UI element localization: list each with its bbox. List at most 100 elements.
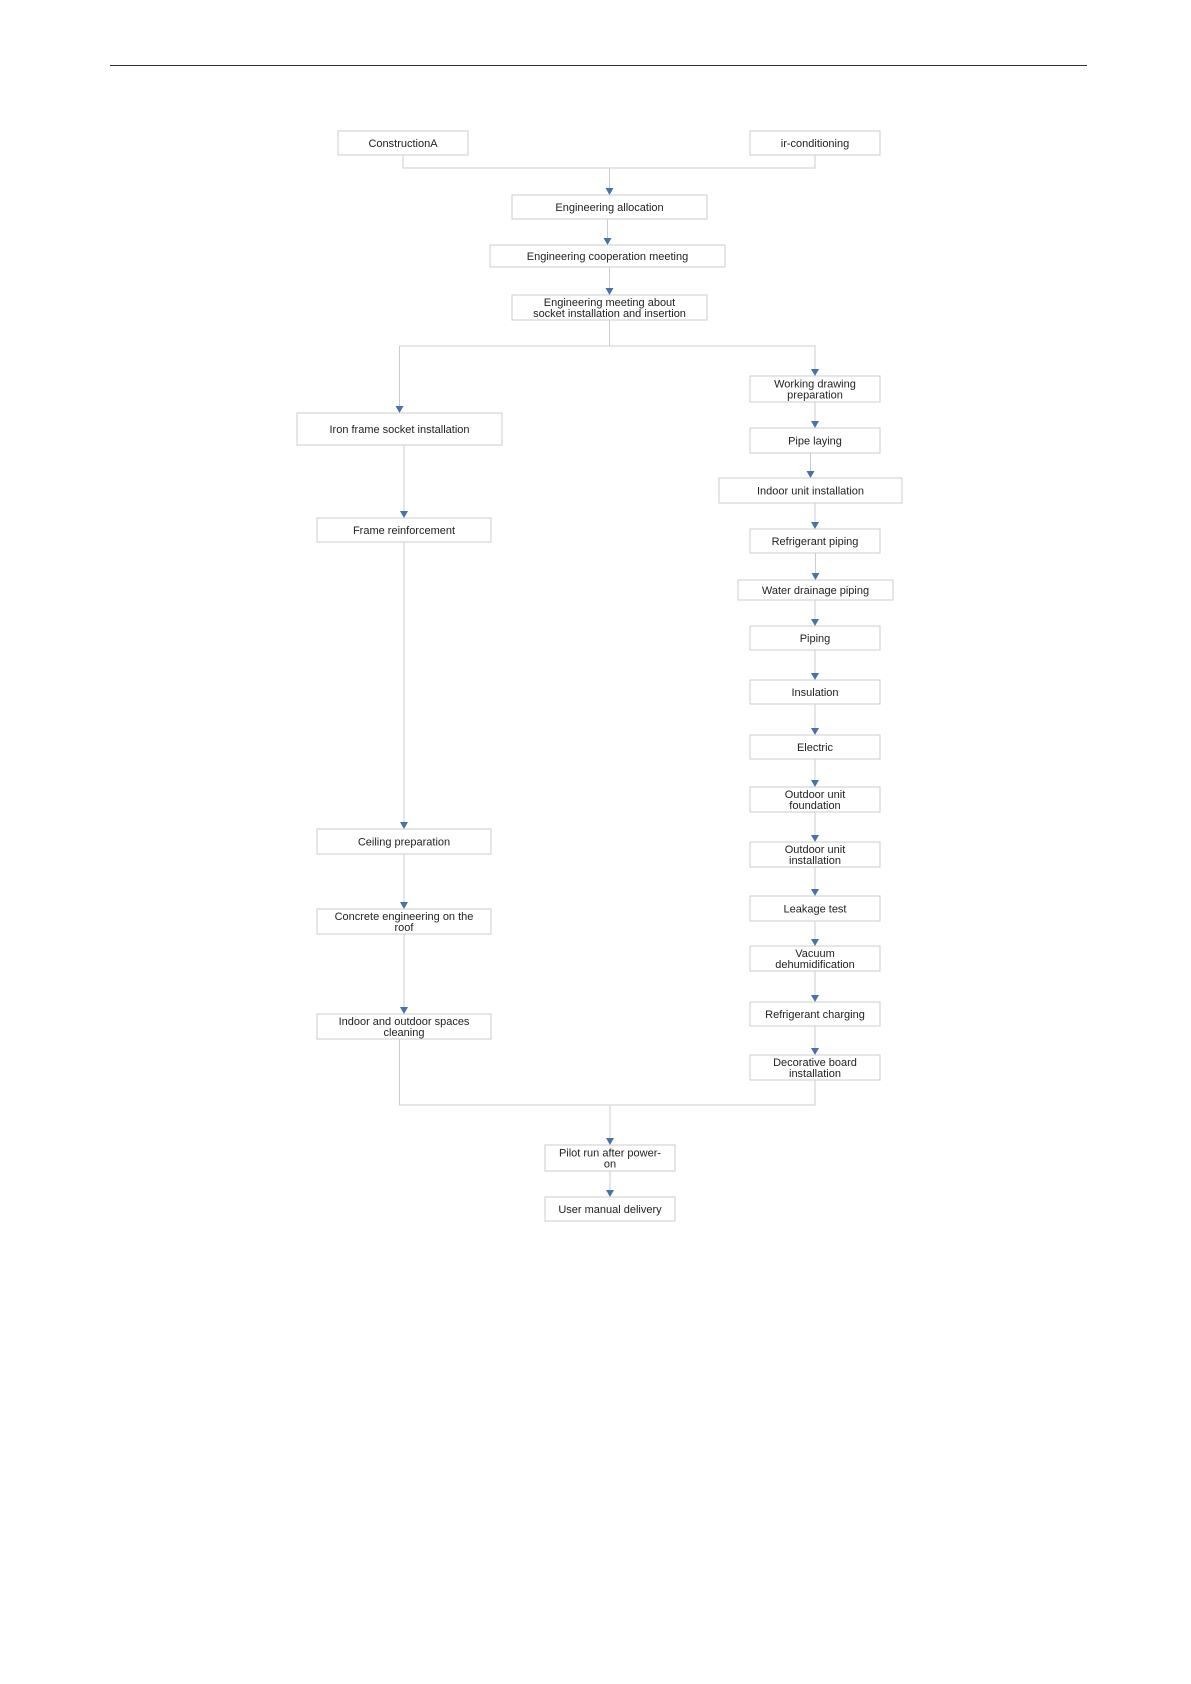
node-pilot-run: Pilot run after power-on	[544, 1144, 676, 1172]
node-label: Vacuum	[795, 948, 835, 960]
node-box	[749, 841, 881, 868]
node-ceiling-preparation: Ceiling preparation	[316, 828, 492, 855]
node-box	[749, 1054, 881, 1081]
node-box	[737, 579, 894, 601]
node-box	[316, 908, 492, 935]
node-engineering-allocation: Engineering allocation	[511, 194, 708, 220]
node-label: Engineering cooperation meeting	[527, 251, 688, 263]
node-label: User manual delivery	[558, 1204, 662, 1216]
arrowhead-frame_reinforcement	[400, 511, 408, 518]
node-label: installation	[789, 1068, 841, 1080]
node-label: Engineering allocation	[555, 202, 663, 214]
arrowhead-piping	[811, 619, 819, 626]
node-label: Decorative board	[773, 1057, 857, 1069]
arrowhead-vacuum_dehumidification	[811, 939, 819, 946]
node-label: Outdoor unit	[785, 789, 846, 801]
node-box	[511, 294, 708, 321]
node-box	[718, 477, 903, 504]
arrowhead-spaces_cleaning	[400, 1007, 408, 1014]
node-label: Leakage test	[784, 904, 847, 916]
node-label: Refrigerant piping	[772, 536, 859, 548]
node-label: Working drawing	[774, 379, 856, 391]
node-box	[316, 517, 492, 543]
arrowhead-concrete_engineering_roof	[400, 902, 408, 909]
node-label: Pilot run after power-	[559, 1148, 661, 1160]
arrowhead-refrigerant_charging	[811, 995, 819, 1002]
node-label: Frame reinforcement	[353, 525, 455, 537]
node-label: Pipe laying	[788, 436, 842, 448]
node-refrigerant-charging: Refrigerant charging	[749, 1001, 881, 1027]
node-refrigerant-piping: Refrigerant piping	[749, 528, 881, 554]
node-box	[511, 194, 708, 220]
node-label: foundation	[789, 800, 840, 812]
node-label: Concrete engineering on the	[335, 911, 474, 923]
node-label: ConstructionA	[368, 138, 438, 150]
arrowheads	[395, 188, 820, 1197]
arrowhead-decorative_board_installation	[811, 1048, 819, 1055]
node-label: Electric	[797, 742, 834, 754]
node-water-drainage-piping: Water drainage piping	[737, 579, 894, 601]
node-leakage-test: Leakage test	[749, 895, 881, 922]
node-box	[749, 375, 881, 403]
node-box	[749, 130, 881, 156]
node-label: dehumidification	[775, 959, 855, 971]
node-box	[316, 1013, 492, 1040]
header-rule	[110, 65, 1087, 66]
node-electric: Electric	[749, 734, 881, 760]
node-box	[749, 679, 881, 705]
arrowhead-refrigerant_piping	[811, 522, 819, 529]
node-box	[749, 786, 881, 813]
node-box	[296, 412, 503, 446]
node-label: Outdoor unit	[785, 844, 846, 856]
node-box	[749, 427, 881, 454]
node-label: Piping	[800, 633, 831, 645]
node-box	[749, 528, 881, 554]
arrowhead-indoor_unit_installation	[806, 471, 815, 478]
node-box	[749, 734, 881, 760]
arrowhead-leakage_test	[811, 889, 819, 896]
node-box	[749, 1001, 881, 1027]
arrowhead-user_manual_delivery	[606, 1190, 614, 1197]
node-label: Insulation	[791, 687, 838, 699]
node-user-manual-delivery: User manual delivery	[544, 1196, 676, 1222]
node-frame-reinforcement: Frame reinforcement	[316, 517, 492, 543]
node-box	[749, 625, 881, 651]
arrowhead-engineering_cooperation_meeting	[603, 238, 612, 245]
node-box	[544, 1196, 676, 1222]
node-label: Indoor and outdoor spaces	[339, 1016, 470, 1028]
node-label: Iron frame socket installation	[329, 424, 469, 436]
arrowhead-engineering_allocation	[605, 188, 614, 195]
arrowhead-iron_frame_socket_installation	[395, 406, 404, 413]
node-label: roof	[395, 922, 415, 934]
node-pipe-laying: Pipe laying	[749, 427, 881, 454]
node-box	[316, 828, 492, 855]
node-label: Engineering meeting about	[544, 297, 675, 309]
node-box	[489, 244, 726, 268]
arrowhead-ceiling_preparation	[400, 822, 408, 829]
node-box	[749, 945, 881, 972]
node-label: Indoor unit installation	[757, 486, 864, 498]
node-label: Ceiling preparation	[358, 837, 450, 849]
arrowhead-pilot_run	[606, 1138, 614, 1145]
arrowhead-outdoor_unit_foundation	[811, 780, 819, 787]
arrowhead-working_drawing_preparation	[811, 369, 819, 376]
arrowhead-insulation	[811, 673, 819, 680]
node-box	[544, 1144, 676, 1172]
arrowhead-pipe_laying	[811, 421, 819, 428]
node-engineering-cooperation-meeting: Engineering cooperation meeting	[489, 244, 726, 268]
node-box	[337, 130, 469, 156]
arrowhead-electric	[811, 728, 819, 735]
node-indoor-unit-installation: Indoor unit installation	[718, 477, 903, 504]
node-box	[749, 895, 881, 922]
